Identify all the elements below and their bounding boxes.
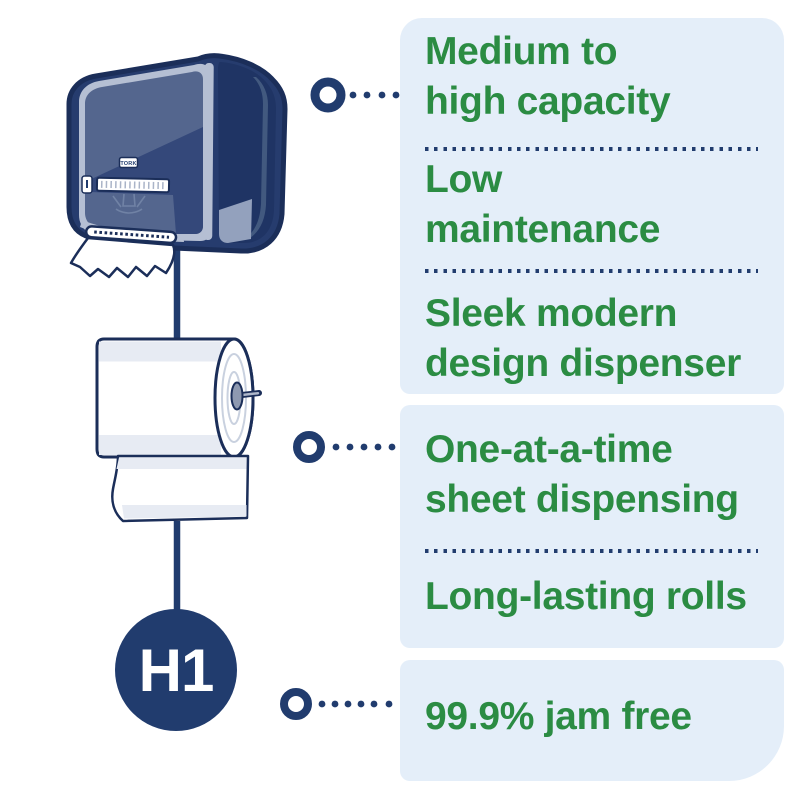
connector-badge bbox=[280, 688, 393, 720]
h1-badge-text: H1 bbox=[139, 637, 214, 704]
benefits-panel-middle: One-at-a-time sheet dispensing Long-last… bbox=[400, 405, 784, 648]
benefit-line: sheet dispensing bbox=[425, 478, 739, 521]
dotted-divider bbox=[425, 147, 758, 151]
benefit-line: high capacity bbox=[425, 80, 671, 123]
benefits-panel-top: Medium to high capacity Low maintenance … bbox=[400, 18, 784, 394]
connector-roll bbox=[293, 431, 396, 463]
dispenser-slot bbox=[95, 176, 171, 194]
benefit-text: Long-lasting rolls bbox=[425, 572, 747, 622]
benefit-line: Low bbox=[425, 158, 503, 201]
roll-spindle-pin bbox=[230, 381, 262, 411]
brand-label-text: TORK bbox=[120, 161, 136, 167]
roll-top-shade bbox=[99, 341, 221, 362]
ring-bullet-icon bbox=[310, 77, 346, 113]
lock-icon bbox=[81, 175, 93, 194]
dispenser-divider bbox=[203, 63, 214, 241]
sheet-bottom-shade bbox=[122, 505, 247, 519]
ring-bullet-icon bbox=[293, 431, 325, 463]
connector-dispenser bbox=[310, 77, 400, 113]
brand-label: TORK bbox=[118, 156, 139, 169]
benefit-line: maintenance bbox=[425, 208, 661, 251]
ring-bullet-icon bbox=[280, 688, 312, 720]
hands-pictogram bbox=[112, 193, 146, 214]
towel-sheet bbox=[69, 236, 176, 279]
benefit-line: 99.9% jam free bbox=[425, 695, 692, 738]
benefit-line: Medium to bbox=[425, 30, 618, 73]
roll-bottom-shade bbox=[99, 435, 221, 455]
sheet-top-shade bbox=[116, 457, 247, 469]
dotted-divider bbox=[425, 549, 758, 553]
dispenser-side-highlight bbox=[219, 199, 252, 243]
benefit-line: Sleek modern bbox=[425, 292, 678, 335]
dotted-connector bbox=[332, 443, 396, 451]
benefits-panel-bottom: 99.9% jam free bbox=[400, 660, 784, 781]
paper-roll-illustration bbox=[95, 337, 262, 523]
dispenser-side-reflection bbox=[246, 77, 268, 238]
benefit-text: Sleek modern design dispenser bbox=[425, 289, 741, 389]
benefit-line: design dispenser bbox=[425, 342, 741, 385]
dotted-connector bbox=[318, 700, 393, 708]
benefit-text: 99.9% jam free bbox=[425, 692, 692, 742]
benefit-text: Medium to high capacity bbox=[425, 27, 671, 127]
benefit-line: One-at-a-time bbox=[425, 428, 673, 471]
benefit-text: Low maintenance bbox=[425, 155, 660, 255]
benefit-text: One-at-a-time sheet dispensing bbox=[425, 425, 739, 525]
dotted-divider bbox=[425, 269, 758, 273]
benefit-line: Long-lasting rolls bbox=[425, 575, 747, 618]
dotted-connector bbox=[349, 91, 400, 99]
serrated-mouth bbox=[84, 225, 178, 245]
h1-system-badge: H1 bbox=[115, 609, 237, 731]
towel-dispenser-illustration: TORK bbox=[66, 53, 288, 279]
roll-ring-outer bbox=[221, 353, 247, 443]
